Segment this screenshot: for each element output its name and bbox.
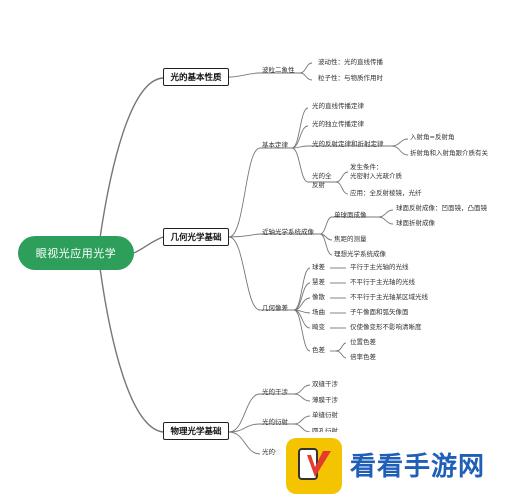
label-astigmatism-desc: 不平行于主光轴某区域光线 [350,293,428,301]
label-polarization: 光的偏 [262,448,282,456]
label-double-slit: 双缝干涉 [312,380,338,388]
label-circular-aperture: 圆孔衍射 [312,427,338,435]
label-field-curvature: 场曲 [312,308,325,316]
label-refraction-media: 折射角和入射角跟介质有关 [410,149,488,157]
node-basic-properties[interactable]: 光的基本性质 [163,68,229,86]
watermark-text: 看看手游网 [350,452,486,482]
label-chromatic: 色差 [312,346,325,354]
label-single-slit: 单缝衍射 [312,411,338,419]
label-application: 应用：全反射棱镜，光纤 [350,189,422,197]
label-spherical-desc: 平行于主光轴的光线 [350,263,409,271]
label-thin-film: 薄膜干涉 [312,396,338,404]
label-paraxial: 近轴光学系统成像 [262,228,314,236]
label-sphere-refract: 球面折射成像 [396,219,435,227]
label-diffraction: 光的衍射 [262,418,288,426]
watermark: 看看手游网 [276,432,524,500]
label-total-reflection: 光的全 反射 [312,172,332,189]
label-law-rectilinear: 光的直线传播定律 [312,102,364,110]
label-field-curvature-desc: 子午像面和弧矢像面 [350,308,409,316]
label-law-independent: 光的独立传播定律 [312,120,364,128]
label-astigmatism: 像散 [312,293,325,301]
node-geometric-optics[interactable]: 几何光学基础 [163,228,229,246]
label-coma: 慧差 [312,278,325,286]
label-particle: 粒子性：与物质作用时 [318,74,383,82]
label-wave: 波动性：光的直线传播 [318,58,383,66]
root-node[interactable]: 眼视光应用光学 [18,236,134,270]
label-law-reflection-refraction: 光的反射定律和折射定律 [312,140,384,148]
label-sphere-mirror: 球面反射成像：凹面镜，凸面镜 [396,204,487,212]
label-spherical: 球差 [312,263,325,271]
phone-v-icon [298,448,331,480]
label-basic-laws: 基本定律 [262,141,288,149]
label-distortion-desc: 仅使像变形不影响清晰度 [350,323,422,331]
label-ideal: 理想光学系统成像 [334,250,386,258]
label-magnification-chromatic: 倍率色差 [350,353,376,361]
label-aberration: 几何像差 [262,304,288,312]
label-incidence: 入射角=反射角 [410,133,455,141]
watermark-logo-icon [286,438,342,494]
label-interference: 光的干涉 [262,388,288,396]
label-duality: 波粒二象性 [262,66,295,74]
label-focal: 焦距的测量 [334,235,367,243]
label-coma-desc: 不平行于主光轴的光线 [350,278,415,286]
label-distortion: 畸变 [312,323,325,331]
label-position-chromatic: 位置色差 [350,338,376,346]
label-single-sphere: 单球面成像 [334,211,367,219]
label-condition: 发生条件： 光密射入光疏介质 [350,163,402,180]
node-physical-optics[interactable]: 物理光学基础 [163,422,229,440]
